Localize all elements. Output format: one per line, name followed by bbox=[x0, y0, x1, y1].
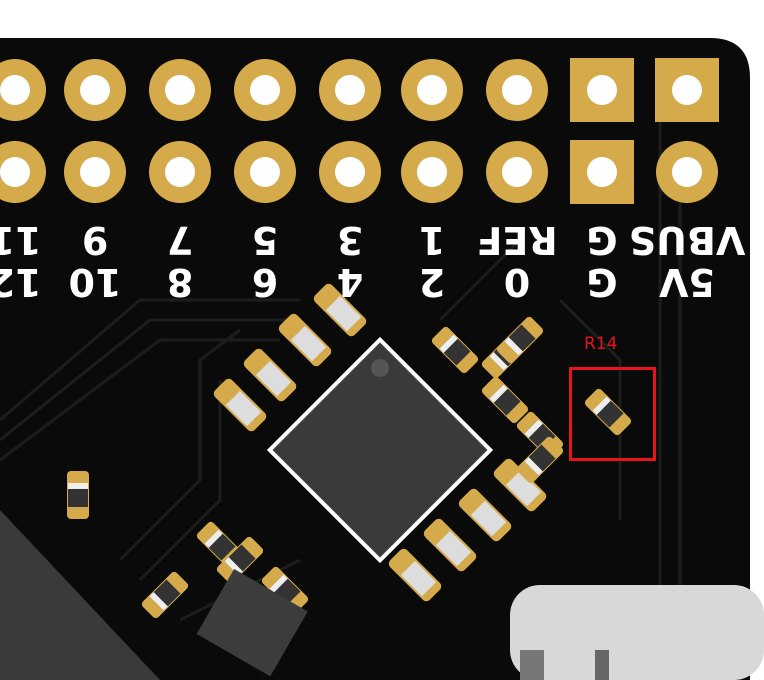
annotation-label: R14 bbox=[584, 334, 618, 354]
pad-hole bbox=[587, 75, 617, 105]
chip-pin bbox=[423, 518, 477, 572]
resistor-cap bbox=[224, 557, 243, 576]
pad-hole bbox=[502, 75, 532, 105]
chip-pins bbox=[213, 283, 547, 602]
pad-hole bbox=[335, 157, 365, 187]
chip-pin bbox=[213, 378, 267, 432]
annotation-box bbox=[569, 367, 656, 461]
pin-label: VBUS bbox=[628, 218, 746, 262]
header-pads bbox=[0, 58, 719, 204]
resistor bbox=[216, 536, 264, 584]
pad-hole bbox=[80, 75, 110, 105]
pin-lead bbox=[225, 390, 262, 427]
resistor-cap bbox=[269, 574, 288, 593]
chip-pin bbox=[313, 283, 367, 337]
resistor-cap bbox=[204, 529, 223, 548]
pin-lead bbox=[325, 295, 362, 332]
pad-hole bbox=[672, 157, 702, 187]
pad-hole bbox=[165, 75, 195, 105]
chip-pin bbox=[493, 458, 547, 512]
pad-hole bbox=[417, 75, 447, 105]
pad-hole bbox=[250, 157, 280, 187]
pin-label: 5V bbox=[659, 260, 715, 304]
chip-pin bbox=[388, 548, 442, 602]
chip-pin bbox=[278, 313, 332, 367]
pin-lead bbox=[505, 470, 542, 507]
resistor-cap bbox=[592, 396, 611, 415]
resistor bbox=[516, 436, 564, 484]
chip-pin bbox=[458, 488, 512, 542]
pad-hole bbox=[587, 157, 617, 187]
pad-hole bbox=[502, 157, 532, 187]
pad-hole bbox=[0, 157, 30, 187]
pad-hole bbox=[0, 75, 30, 105]
pad-hole bbox=[80, 157, 110, 187]
pin-lead bbox=[470, 500, 507, 537]
usb-connector bbox=[510, 585, 764, 680]
pin-lead bbox=[290, 325, 327, 362]
resistor bbox=[67, 471, 89, 519]
resistor-cap bbox=[149, 592, 168, 611]
resistor-cap bbox=[439, 334, 458, 353]
resistor-cap bbox=[524, 419, 543, 438]
crystal bbox=[196, 568, 308, 677]
module bbox=[0, 510, 160, 680]
resistor-cap bbox=[504, 337, 523, 356]
resistor-cap bbox=[489, 352, 508, 371]
resistor bbox=[141, 571, 189, 619]
pad-hole bbox=[672, 75, 702, 105]
resistor-cap bbox=[68, 483, 88, 489]
pin-lead bbox=[435, 530, 472, 567]
chip-pin bbox=[243, 348, 297, 402]
pad-hole bbox=[250, 75, 280, 105]
pad-hole bbox=[417, 157, 447, 187]
resistor bbox=[261, 566, 309, 614]
resistor-cap bbox=[489, 384, 508, 403]
resistor bbox=[431, 326, 479, 374]
pin-lead bbox=[255, 360, 292, 397]
pad-hole bbox=[335, 75, 365, 105]
qfn-chip bbox=[266, 336, 494, 564]
pad-hole bbox=[165, 157, 195, 187]
pin-lead bbox=[400, 560, 437, 597]
smd-components bbox=[67, 316, 632, 619]
resistor-cap bbox=[524, 457, 543, 476]
resistor bbox=[584, 388, 632, 436]
resistor bbox=[481, 376, 529, 424]
resistor bbox=[496, 316, 544, 364]
